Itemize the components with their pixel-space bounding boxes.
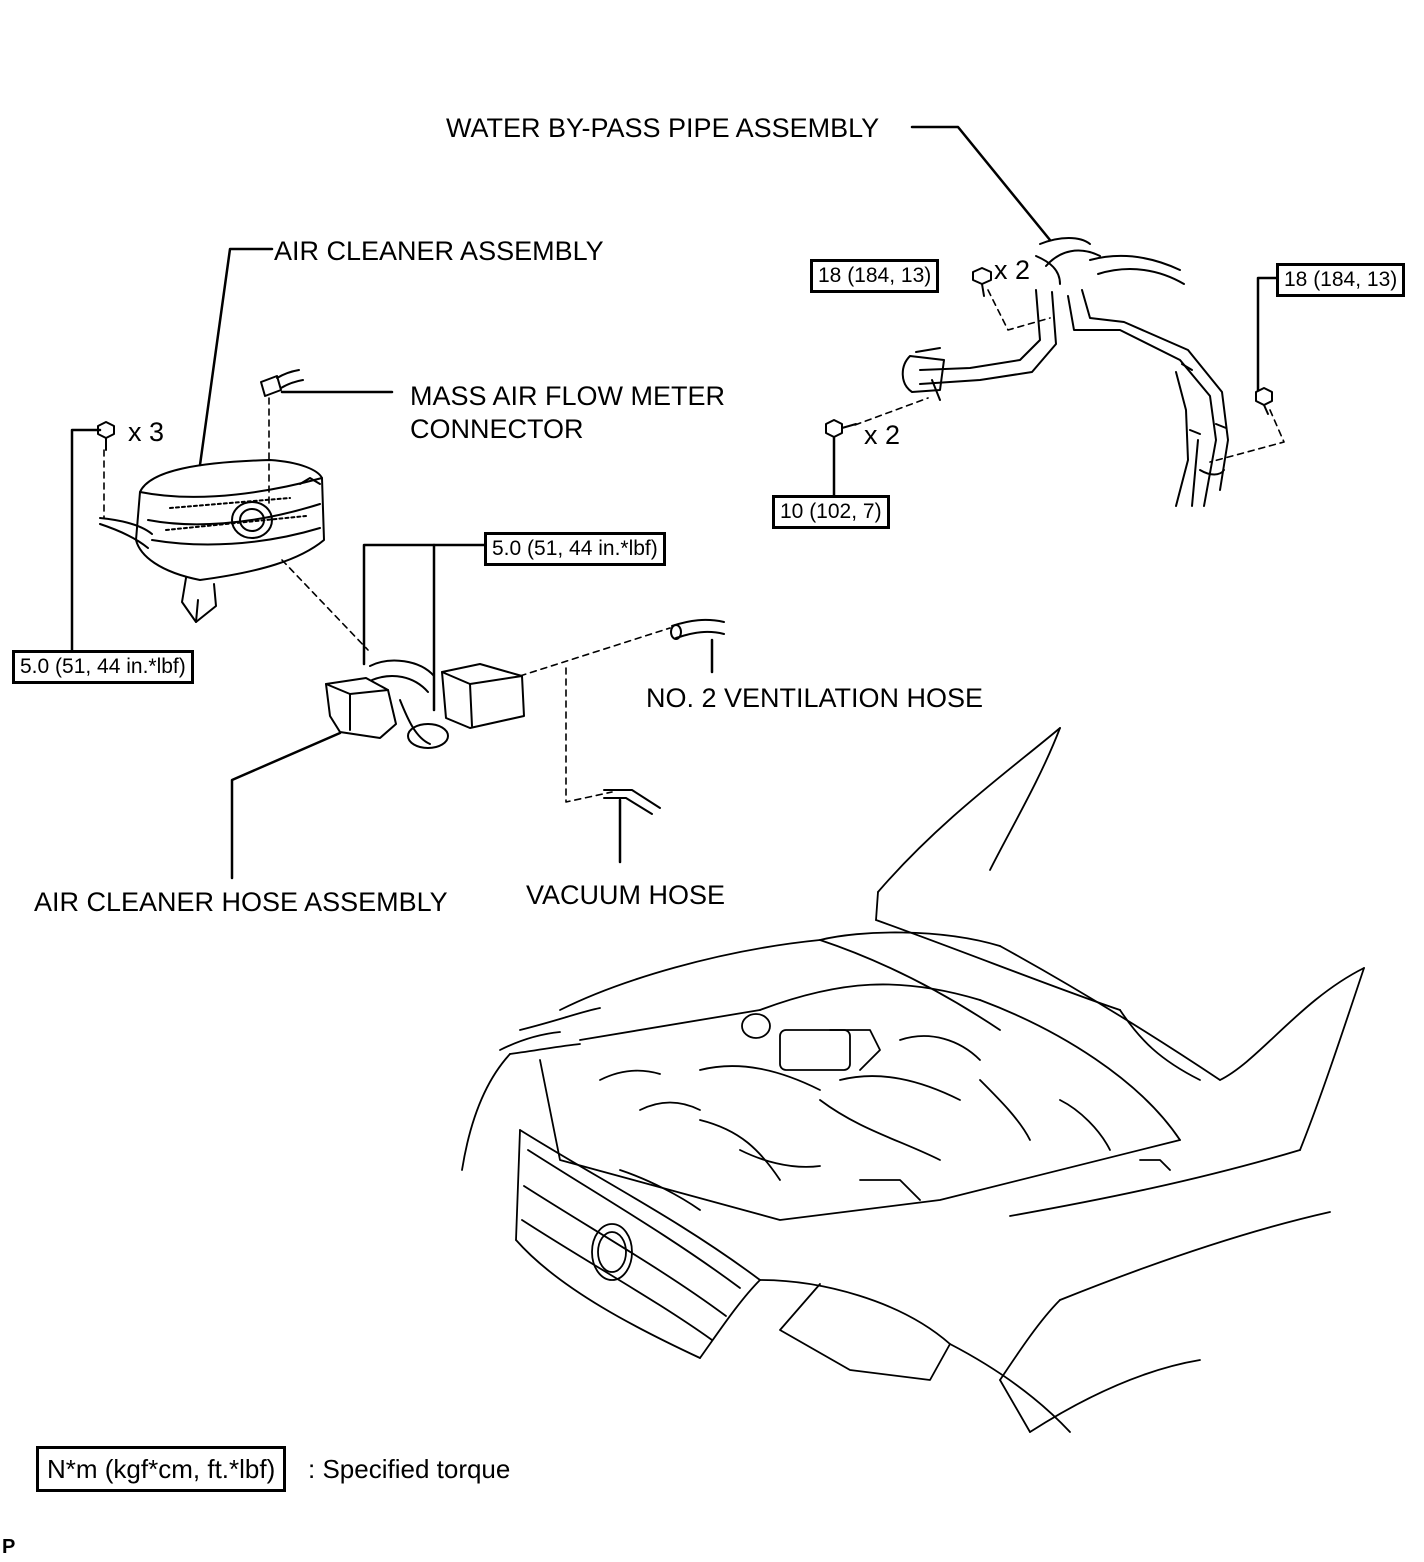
multiplier-bypass-bottom: x 2	[864, 420, 901, 450]
multiplier-cleaner-bolts: x 3	[128, 417, 165, 447]
label-mass-air-flow-meter: MASS AIR FLOW METER	[410, 381, 726, 411]
vehicle-drawing	[461, 727, 1365, 1433]
legend-meaning: : Specified torque	[308, 1454, 511, 1484]
air-cleaner-drawing	[99, 459, 325, 623]
label-no2-ventilation-hose: NO. 2 VENTILATION HOSE	[646, 683, 984, 713]
torque-box-bypass-bottom: 10 (102, 7)	[772, 495, 890, 529]
label-air-cleaner-assembly: AIR CLEANER ASSEMBLY	[274, 236, 604, 266]
label-connector: CONNECTOR	[410, 414, 584, 444]
torque-box-cleaner-bolts: 5.0 (51, 44 in.*lbf)	[12, 650, 194, 684]
vacuum-hose-drawing	[603, 789, 661, 815]
maf-connector-drawing	[260, 369, 304, 397]
page-code: P	[2, 1536, 16, 1558]
air-cleaner-hose-drawing	[325, 659, 525, 749]
torque-box-hose-clamp: 5.0 (51, 44 in.*lbf)	[484, 532, 666, 566]
ventilation-hose-drawing	[670, 618, 725, 640]
legend-unit-box: N*m (kgf*cm, ft.*lbf)	[36, 1446, 287, 1492]
bolt-icons	[97, 267, 1273, 451]
label-vacuum-hose: VACUUM HOSE	[526, 880, 726, 910]
water-bypass-pipe-drawing	[901, 237, 1229, 507]
multiplier-bypass-top: x 2	[994, 255, 1031, 285]
label-water-bypass-pipe: WATER BY-PASS PIPE ASSEMBLY	[446, 113, 880, 143]
torque-box-bypass-right: 18 (184, 13)	[1276, 263, 1406, 297]
label-air-cleaner-hose-assembly: AIR CLEANER HOSE ASSEMBLY	[34, 887, 448, 917]
leader-lines	[70, 125, 1280, 880]
torque-box-bypass-left: 18 (184, 13)	[810, 259, 940, 293]
dashed-lines	[103, 289, 1285, 803]
